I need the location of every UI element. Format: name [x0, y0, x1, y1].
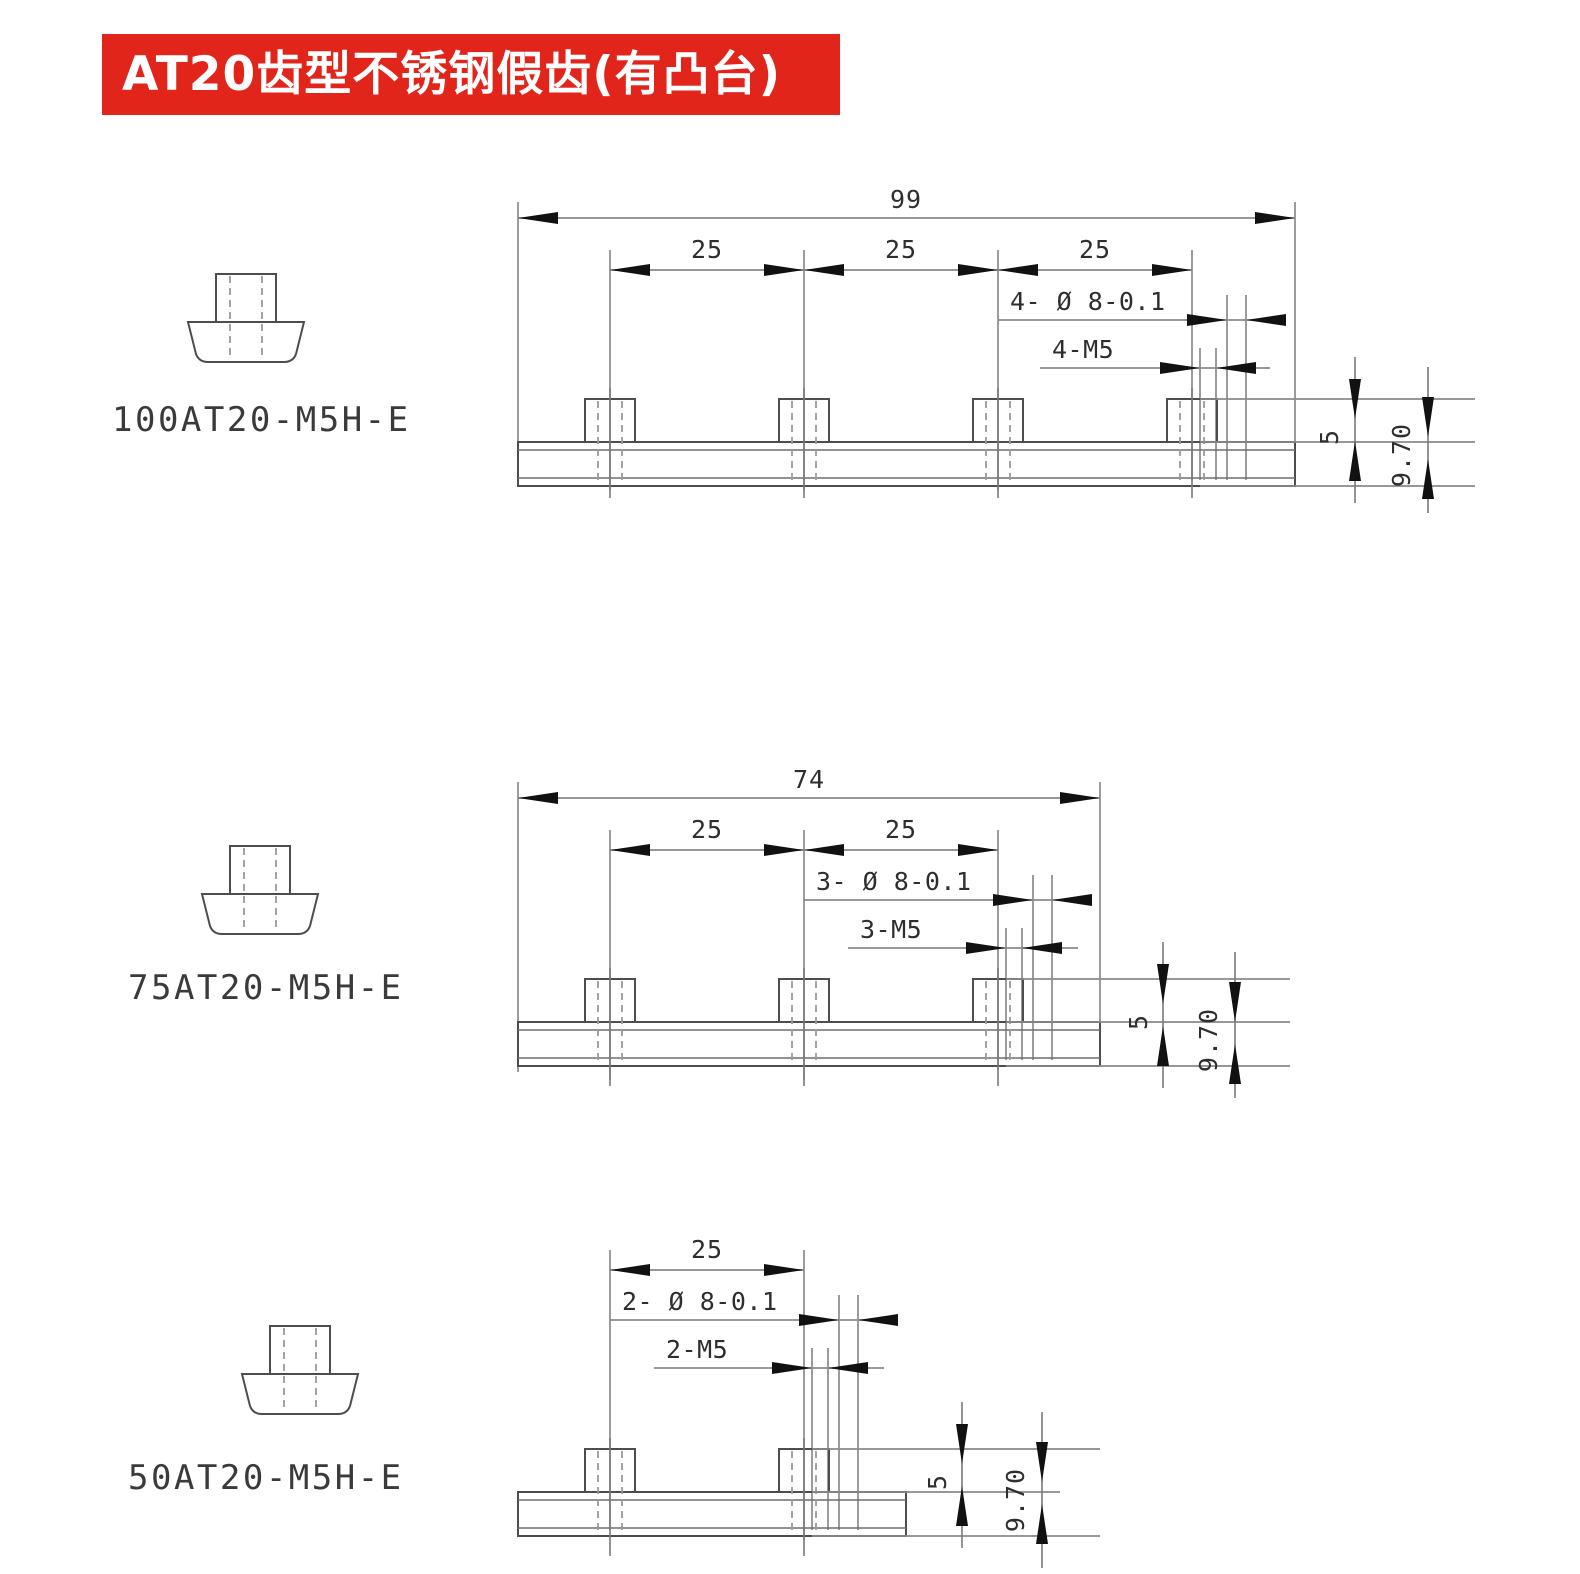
dim-pitch2-100: 25	[885, 235, 917, 264]
part-label-50at20: 50AT20-M5H-E	[128, 1458, 404, 1498]
part-drawing-75at20: 74 25 25 3- Ø 8-0.1	[500, 760, 1290, 1100]
dim-total-height-100: 9.70	[1387, 423, 1416, 487]
part-label-100at20: 100AT20-M5H-E	[112, 400, 411, 440]
part-icon-100at20	[176, 268, 316, 378]
dim-overall-length-100: 99	[890, 185, 922, 214]
at20-tooth-with-boss-profile-icon	[200, 845, 320, 935]
at20-tooth-with-boss-profile-icon	[186, 273, 306, 363]
part-icon-75at20	[190, 840, 330, 950]
at20-tooth-with-boss-profile-icon	[240, 1325, 360, 1415]
dim-pitch1-50: 25	[691, 1235, 723, 1264]
part-drawing-50at20: 25 2- Ø 8-0.1 2-M5	[500, 1230, 1100, 1560]
dim-hole-callout-75: 3- Ø 8-0.1	[816, 867, 972, 896]
dim-pitch3-100: 25	[1079, 235, 1111, 264]
part-icon-50at20	[230, 1320, 370, 1430]
dim-thread-callout-100: 4-M5	[1052, 335, 1114, 364]
dim-boss-height-50: 5	[923, 1474, 952, 1490]
dim-boss-height-100: 5	[1315, 429, 1344, 445]
dim-boss-height-75: 5	[1124, 1014, 1153, 1030]
part-height-dims-75at20: 5 9.70	[1124, 940, 1275, 1100]
dim-pitch1-100: 25	[691, 235, 723, 264]
dim-overall-length-75: 74	[793, 765, 825, 794]
dim-hole-callout-100: 4- Ø 8-0.1	[1010, 287, 1166, 316]
dim-pitch2-75: 25	[885, 815, 917, 844]
part-height-dims-100at20: 5 9.70	[1315, 355, 1460, 515]
part-label-75at20: 75AT20-M5H-E	[128, 968, 404, 1008]
part-height-dims-50at20: 5 9.70	[923, 1400, 1070, 1570]
title-banner: AT20齿型不锈钢假齿(有凸台)	[102, 34, 840, 115]
dim-hole-callout-50: 2- Ø 8-0.1	[622, 1287, 778, 1316]
title-banner-text: AT20齿型不锈钢假齿(有凸台)	[122, 47, 782, 102]
part-drawing-100at20: 99 25 25 25 4- Ø 8-0.1	[500, 180, 1475, 510]
dim-thread-callout-50: 2-M5	[666, 1335, 728, 1364]
dim-pitch1-75: 25	[691, 815, 723, 844]
dim-total-height-75: 9.70	[1194, 1008, 1223, 1072]
dim-thread-callout-75: 3-M5	[860, 915, 922, 944]
dim-total-height-50: 9.70	[1001, 1468, 1030, 1532]
